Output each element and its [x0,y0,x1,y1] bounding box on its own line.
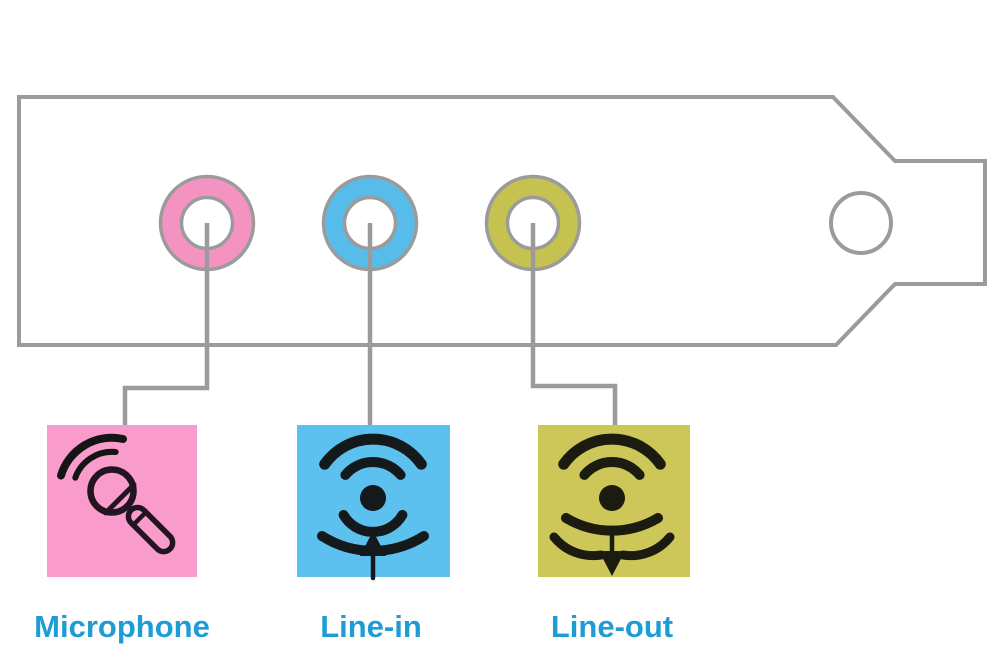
line-out-bottom-arc [561,513,663,536]
microphone-collar-line [130,509,149,528]
microphone-connector-line [122,223,210,426]
line-out-dot [599,485,625,511]
line-out-wing-right [618,532,675,561]
line-out-wing-left [549,532,606,561]
line-out-icon [549,433,675,576]
line-out-label: Line-out [551,609,673,644]
microphone-handle [125,504,176,555]
line-out-connector-line [530,223,618,426]
line-out-arrowhead-down [599,551,625,576]
line-in-top-arc-outer [319,433,427,470]
microphone-head [87,466,137,516]
microphone-grille-line [103,482,137,516]
line-in-icon [317,433,429,581]
line-in-label: Line-in [320,609,422,644]
line-in-arrowhead-up [360,531,386,556]
line-out-top-arc-inner [579,457,645,480]
microphone-panel [47,425,197,577]
microphone-label: Microphone [34,609,210,644]
sound-wave-arc-inner [72,448,119,481]
microphone-body [87,466,176,555]
line-in-dot [360,485,386,511]
microphone-icon [57,433,176,555]
line-in-top-arc-inner [340,457,406,480]
line-out-top-arc-outer [558,433,666,470]
mounting-hole-icon [829,191,893,255]
sound-wave-arc-outer [57,433,127,480]
